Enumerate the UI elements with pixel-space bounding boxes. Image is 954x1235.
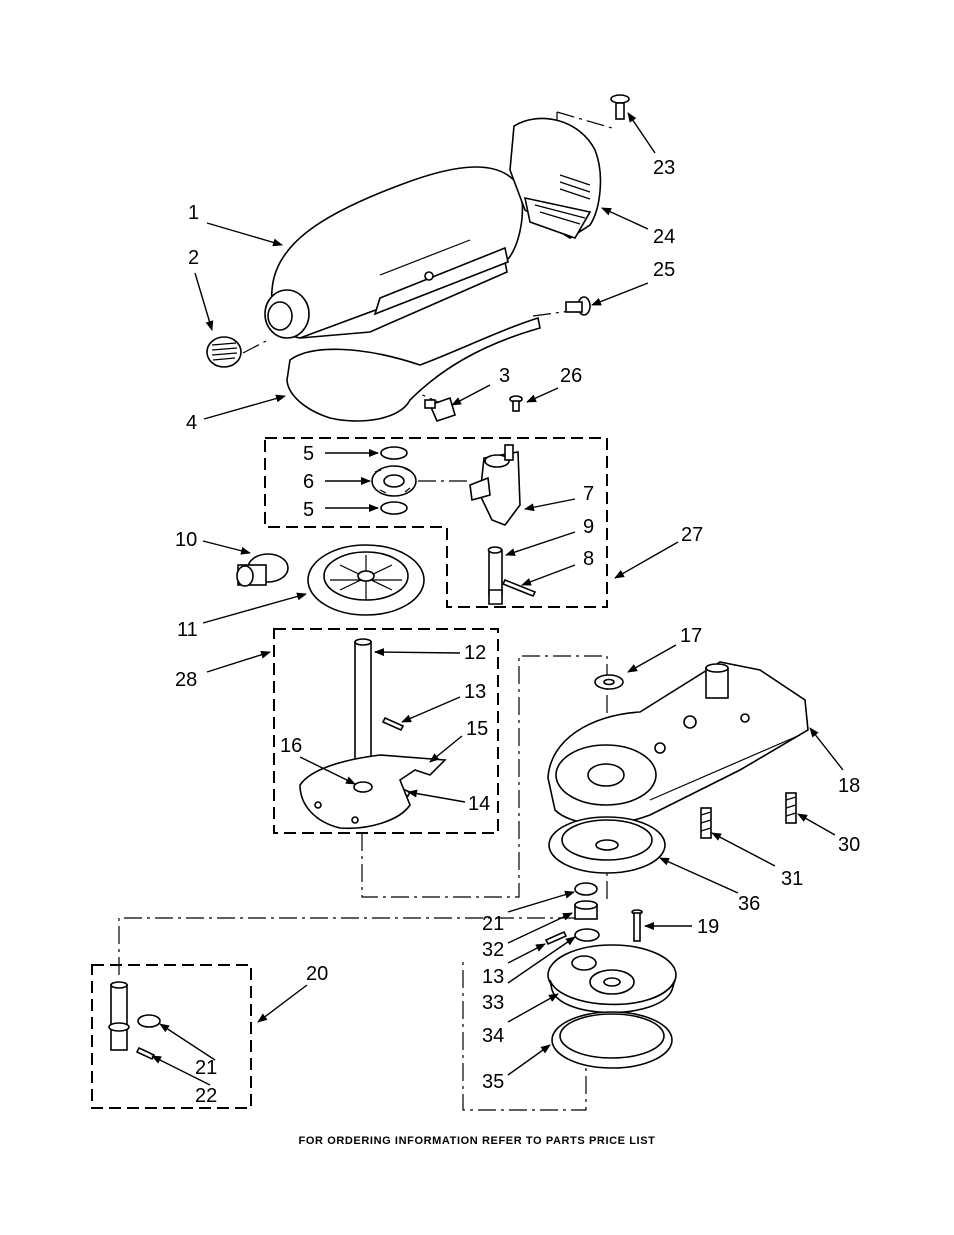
drive-shaft-9[interactable] [489, 547, 503, 604]
retaining-ring-21[interactable] [575, 883, 597, 895]
callout-34: 34 [482, 1025, 504, 1047]
attachment-shaft-20[interactable] [109, 982, 129, 1050]
helical-gear[interactable] [372, 466, 416, 496]
callout-3: 3 [499, 365, 510, 387]
callout-30: 30 [838, 834, 860, 856]
callout-10: 10 [175, 529, 197, 551]
callout-18: 18 [838, 775, 860, 797]
pin-13-top[interactable] [383, 718, 403, 730]
callout-36: 36 [738, 893, 760, 915]
ordering-info-footer: FOR ORDERING INFORMATION REFER TO PARTS … [299, 1135, 656, 1147]
callout-24: 24 [653, 226, 675, 248]
washer-33[interactable] [575, 929, 599, 941]
callout-33: 33 [482, 992, 504, 1014]
washer-5-bottom[interactable] [381, 502, 407, 514]
callout-1: 1 [188, 202, 199, 224]
callout-8: 8 [583, 548, 594, 570]
assembly-line-shaft [119, 918, 586, 975]
gear-housing-bracket[interactable] [470, 445, 520, 525]
callout-21-bottom: 21 [195, 1057, 217, 1079]
pin-22[interactable] [137, 1048, 154, 1059]
callout-2: 2 [188, 247, 199, 269]
callout-32: 32 [482, 939, 504, 961]
callout-23: 23 [653, 157, 675, 179]
trim-ring-35[interactable] [552, 1012, 672, 1068]
callout-15: 15 [466, 718, 488, 740]
motor-housing[interactable] [265, 167, 522, 338]
screw-31[interactable] [701, 808, 711, 838]
screw-25[interactable] [566, 297, 590, 315]
callout-6: 6 [303, 471, 314, 493]
callout-26: 26 [560, 365, 582, 387]
retaining-ring-21-small[interactable] [138, 1015, 160, 1027]
callout-5-bottom: 5 [303, 499, 314, 521]
callout-35: 35 [482, 1071, 504, 1093]
callout-4: 4 [186, 412, 197, 434]
worm-gear[interactable] [308, 545, 424, 615]
callout-7: 7 [583, 483, 594, 505]
callout-12: 12 [464, 642, 486, 664]
pin-13-bottom[interactable] [546, 932, 566, 944]
callout-28: 28 [175, 669, 197, 691]
gear-housing[interactable] [548, 662, 808, 824]
rear-cover[interactable] [510, 118, 600, 238]
callout-31: 31 [781, 868, 803, 890]
callout-5-top: 5 [303, 443, 314, 465]
washer-17[interactable] [595, 675, 623, 689]
callout-17: 17 [680, 625, 702, 647]
callout-13-bottom: 13 [482, 966, 504, 988]
callout-27: 27 [681, 524, 703, 546]
washer-5-top[interactable] [381, 447, 407, 459]
screw-26[interactable] [510, 396, 522, 411]
pinion-gear-32[interactable] [575, 901, 597, 919]
thumb-screw[interactable] [425, 398, 455, 421]
callout-11: 11 [177, 619, 198, 641]
locking-knob[interactable] [207, 337, 241, 367]
attachment-hub[interactable] [237, 554, 288, 586]
screw-30[interactable] [786, 793, 796, 823]
screw-19[interactable] [632, 910, 642, 941]
screw-23[interactable] [611, 95, 629, 119]
callout-16: 16 [280, 735, 302, 757]
callout-22: 22 [195, 1085, 217, 1107]
callout-14: 14 [468, 793, 490, 815]
callout-20: 20 [306, 963, 328, 985]
planetary-housing[interactable] [548, 945, 676, 1013]
gasket-plate[interactable] [300, 755, 445, 828]
callout-13-top: 13 [464, 681, 486, 703]
callout-25: 25 [653, 259, 675, 281]
ring-gear[interactable] [549, 817, 665, 873]
callout-21-top: 21 [482, 913, 504, 935]
callout-19: 19 [697, 916, 719, 938]
callout-9: 9 [583, 516, 594, 538]
